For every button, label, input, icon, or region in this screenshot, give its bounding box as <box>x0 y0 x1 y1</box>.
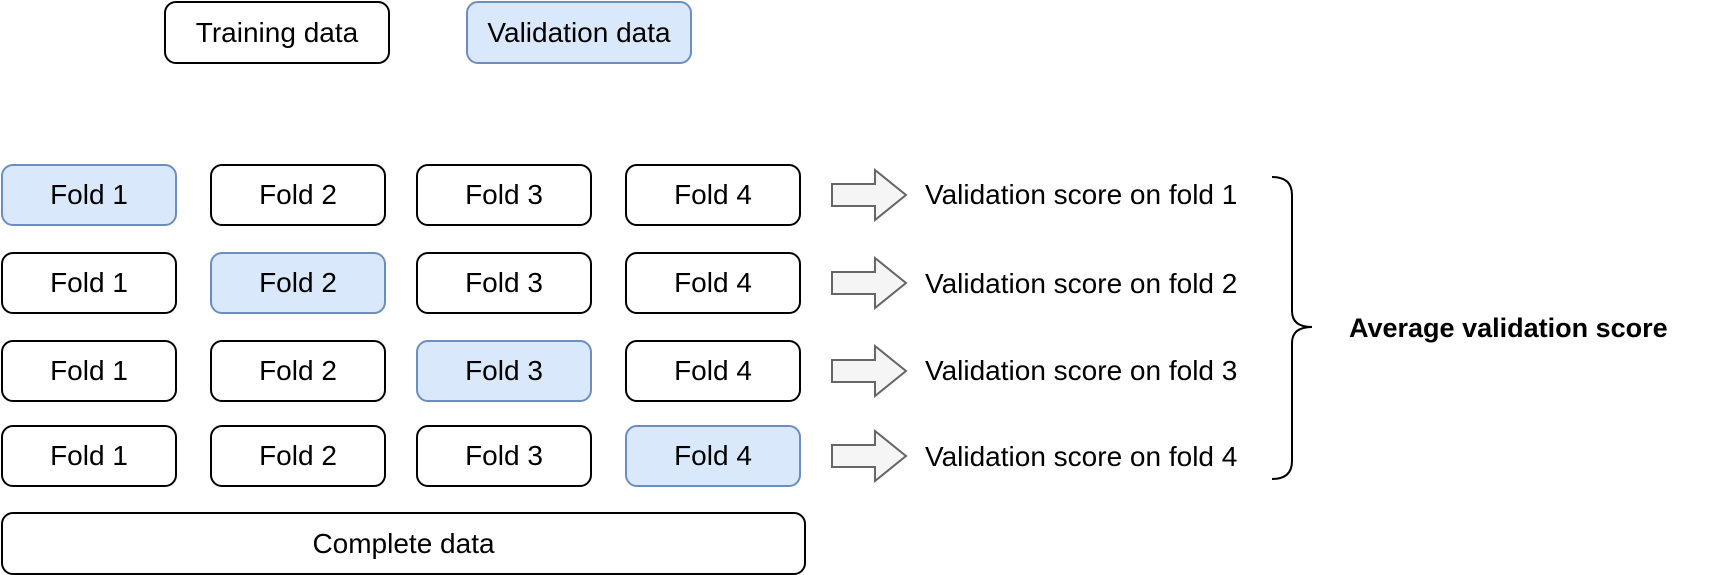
fold-box-training: Fold 2 <box>210 425 386 487</box>
fold-box-validation: Fold 3 <box>416 340 592 402</box>
fold-box-training: Fold 2 <box>210 340 386 402</box>
fold-label: Fold 2 <box>259 355 337 386</box>
legend-validation-data: Validation data <box>466 1 692 64</box>
complete-data-box: Complete data <box>1 512 806 575</box>
fold-box-training: Fold 4 <box>625 164 801 226</box>
fold-label: Fold 1 <box>50 440 128 471</box>
validation-score-label: Validation score on fold 1 <box>925 179 1238 210</box>
legend-validation-label: Validation data <box>487 16 671 48</box>
arrow-right-icon <box>831 256 908 310</box>
fold-label: Fold 3 <box>465 355 543 386</box>
fold-label: Fold 3 <box>465 267 543 298</box>
complete-data-label: Complete data <box>312 527 495 559</box>
fold-box-training: Fold 1 <box>1 252 177 314</box>
validation-score-label: Validation score on fold 2 <box>925 268 1238 299</box>
fold-label: Fold 3 <box>465 179 543 210</box>
arrow-right-icon <box>831 344 908 398</box>
fold-box-training: Fold 1 <box>1 425 177 487</box>
fold-box-validation: Fold 1 <box>1 164 177 226</box>
average-validation-score-label: Average validation score <box>1349 313 1668 343</box>
fold-box-training: Fold 1 <box>1 340 177 402</box>
fold-label: Fold 2 <box>259 440 337 471</box>
arrow-right-icon <box>831 429 908 483</box>
fold-label: Fold 3 <box>465 440 543 471</box>
validation-score-label: Validation score on fold 3 <box>925 355 1238 386</box>
fold-box-training: Fold 4 <box>625 340 801 402</box>
fold-label: Fold 2 <box>259 179 337 210</box>
fold-label: Fold 1 <box>50 355 128 386</box>
fold-label: Fold 2 <box>259 267 337 298</box>
validation-score-label: Validation score on fold 4 <box>925 441 1238 472</box>
fold-box-training: Fold 4 <box>625 252 801 314</box>
fold-box-training: Fold 3 <box>416 252 592 314</box>
fold-label: Fold 4 <box>674 440 752 471</box>
fold-box-validation: Fold 2 <box>210 252 386 314</box>
fold-box-training: Fold 3 <box>416 425 592 487</box>
legend-training-label: Training data <box>195 16 359 48</box>
fold-box-training: Fold 2 <box>210 164 386 226</box>
fold-box-validation: Fold 4 <box>625 425 801 487</box>
fold-label: Fold 4 <box>674 179 752 210</box>
fold-label: Fold 1 <box>50 179 128 210</box>
fold-label: Fold 1 <box>50 267 128 298</box>
fold-box-training: Fold 3 <box>416 164 592 226</box>
fold-label: Fold 4 <box>674 267 752 298</box>
fold-label: Fold 4 <box>674 355 752 386</box>
arrow-right-icon <box>831 168 908 222</box>
curly-brace-icon <box>1271 176 1313 480</box>
legend-training-data: Training data <box>164 1 390 64</box>
